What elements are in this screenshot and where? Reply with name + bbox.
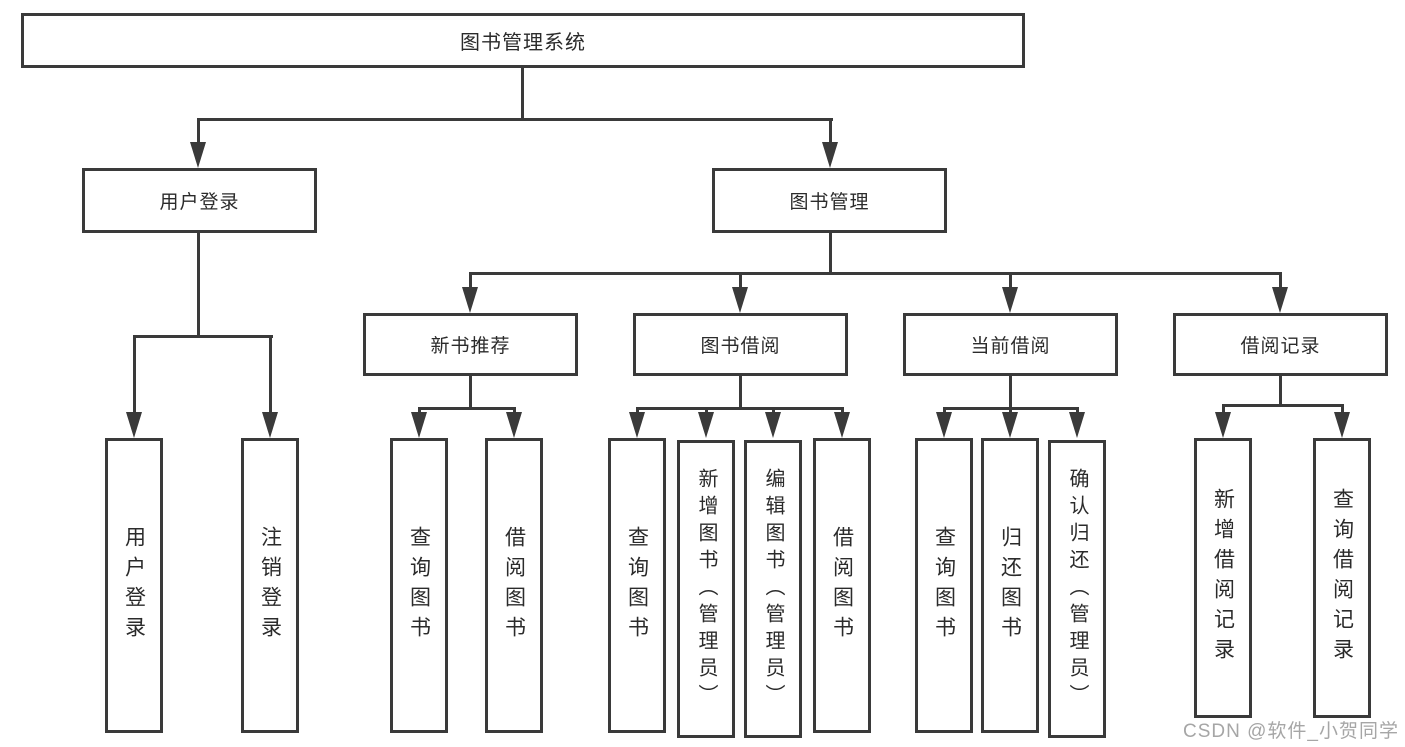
leaf-borrowing-add-books-admin: 新增图书（管理员） (677, 440, 735, 738)
connector-line (197, 233, 200, 338)
connector-line (829, 118, 832, 148)
connector-line (1341, 404, 1344, 417)
node-label: 新书推荐 (430, 336, 511, 357)
leaf-borrowing-query-books: 查询图书 (608, 438, 666, 733)
leaf-current-confirm-return-admin: 确认归还（管理员） (1048, 440, 1106, 738)
node-label: 当前借阅 (970, 336, 1051, 357)
node-current-borrowing: 当前借阅 (903, 313, 1118, 376)
connector-line (1009, 272, 1012, 292)
leaf-logout: 注销登录 (241, 438, 299, 733)
arrowhead-down-icon (262, 412, 278, 438)
leaf-newbook-borrow-books: 借阅图书 (485, 438, 543, 733)
arrowhead-down-icon (1069, 412, 1085, 438)
arrowhead-down-icon (190, 142, 206, 168)
arrowhead-down-icon (629, 412, 645, 438)
arrowhead-down-icon (822, 142, 838, 168)
node-book-borrowing: 图书借阅 (633, 313, 848, 376)
connector-line (469, 376, 472, 410)
node-label: 用户登录 (122, 525, 146, 646)
leaf-current-query-books: 查询图书 (915, 438, 973, 733)
connector-line (197, 118, 200, 148)
arrowhead-down-icon (698, 412, 714, 438)
node-label: 借阅图书 (502, 525, 526, 646)
connector-line (1279, 376, 1282, 407)
connector-line (133, 335, 273, 338)
connector-line (636, 407, 844, 410)
arrowhead-down-icon (1002, 287, 1018, 313)
leaf-newbook-query-books: 查询图书 (390, 438, 448, 733)
node-new-book-recommend: 新书推荐 (363, 313, 578, 376)
node-label: 用户登录 (159, 192, 240, 213)
leaf-current-return-books: 归还图书 (981, 438, 1039, 733)
node-user-login: 用户登录 (82, 168, 317, 233)
arrowhead-down-icon (936, 412, 952, 438)
connector-line (1279, 272, 1282, 292)
node-label: 编辑图书（管理员） (762, 467, 784, 711)
leaf-borrowing-borrow-books: 借阅图书 (813, 438, 871, 733)
node-label: 查询图书 (407, 525, 431, 646)
connector-line (739, 376, 742, 410)
arrowhead-down-icon (1272, 287, 1288, 313)
node-system-root: 图书管理系统 (21, 13, 1025, 68)
leaf-records-query-record: 查询借阅记录 (1313, 438, 1371, 718)
arrowhead-down-icon (1334, 412, 1350, 438)
node-label: 借阅记录 (1240, 336, 1321, 357)
arrowhead-down-icon (506, 412, 522, 438)
node-label: 借阅图书 (830, 525, 854, 646)
connector-line (197, 118, 833, 121)
node-book-management: 图书管理 (712, 168, 947, 233)
arrowhead-down-icon (126, 412, 142, 438)
arrowhead-down-icon (732, 287, 748, 313)
connector-line (829, 233, 832, 275)
node-label: 查询图书 (932, 525, 956, 646)
node-label: 新增图书（管理员） (695, 467, 717, 711)
node-label: 归还图书 (998, 525, 1022, 646)
arrowhead-down-icon (1002, 412, 1018, 438)
node-borrow-records: 借阅记录 (1173, 313, 1388, 376)
arrowhead-down-icon (462, 287, 478, 313)
arrowhead-down-icon (834, 412, 850, 438)
node-label: 确认归还（管理员） (1066, 467, 1088, 711)
node-label: 新增借阅记录 (1211, 488, 1235, 668)
connector-line (1222, 404, 1344, 407)
csdn-watermark: CSDN @软件_小贺同学 (1183, 721, 1399, 742)
connector-line (418, 407, 516, 410)
arrowhead-down-icon (411, 412, 427, 438)
node-label: 图书借阅 (700, 336, 781, 357)
arrowhead-down-icon (1215, 412, 1231, 438)
leaf-borrowing-edit-books-admin: 编辑图书（管理员） (744, 440, 802, 738)
connector-line (521, 68, 524, 121)
node-label: 查询借阅记录 (1330, 488, 1354, 668)
node-label: 图书管理系统 (460, 32, 586, 54)
connector-line (469, 272, 1282, 275)
connector-line (1009, 376, 1012, 410)
node-label: 注销登录 (258, 525, 282, 646)
connector-line (269, 335, 272, 417)
connector-line (469, 272, 472, 292)
connector-line (1222, 404, 1225, 417)
leaf-user-login: 用户登录 (105, 438, 163, 733)
arrowhead-down-icon (765, 412, 781, 438)
leaf-records-add-record: 新增借阅记录 (1194, 438, 1252, 718)
node-label: 查询图书 (625, 525, 649, 646)
connector-line (739, 272, 742, 292)
connector-line (133, 335, 136, 417)
node-label: 图书管理 (789, 192, 870, 213)
